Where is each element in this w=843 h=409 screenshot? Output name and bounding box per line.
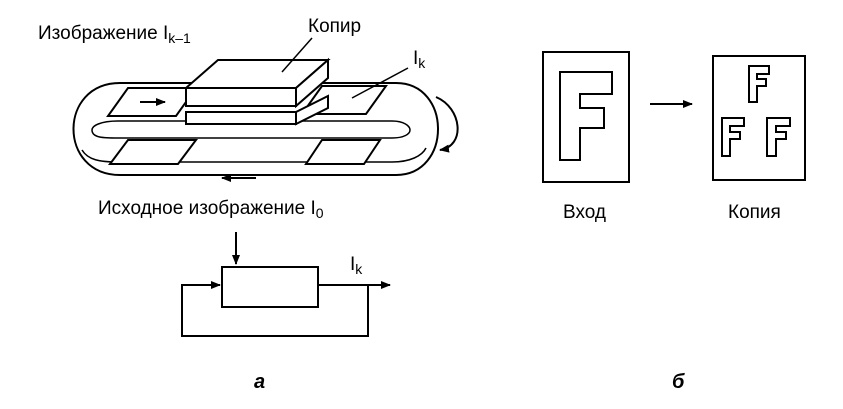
feedback-loop	[181, 281, 369, 337]
copier-box	[183, 57, 331, 126]
conveyor-belt	[72, 82, 439, 176]
copy-f-glyph-left	[721, 117, 745, 157]
label-original-sub: 0	[316, 205, 324, 221]
image-plate-bottom-right	[304, 139, 382, 165]
label-input: Вход	[563, 202, 606, 223]
label-original-image: Исходное изображение I0	[98, 198, 324, 221]
ik-pointer	[351, 67, 409, 99]
label-ik: Ik	[413, 48, 426, 71]
label-ik-sub: k	[418, 55, 426, 71]
caption-b: б	[672, 371, 685, 393]
feedback-block-diagram: Ik	[181, 232, 391, 337]
copier-pointer	[281, 37, 313, 73]
input-f-glyph	[559, 71, 613, 161]
block-output-sub: k	[355, 261, 363, 277]
image-plate-bottom-left	[108, 139, 198, 165]
label-image-prev-sub: k–1	[168, 30, 191, 46]
copy-f-glyph-right	[766, 117, 791, 157]
label-copy: Копия	[728, 202, 781, 223]
rotation-arrow	[435, 96, 459, 153]
caption-a: а	[254, 371, 265, 393]
label-copier: Копир	[308, 16, 361, 37]
copy-f-glyph-top	[748, 65, 770, 103]
figure-a: Изображение Ik–1 Копир Ik Исходное изобр…	[38, 16, 459, 393]
block-output-label: Ik	[350, 254, 363, 277]
copier-block	[221, 266, 319, 308]
label-image-prev: Изображение Ik–1	[38, 23, 191, 46]
figure-b: Вход Копия б	[542, 51, 806, 393]
